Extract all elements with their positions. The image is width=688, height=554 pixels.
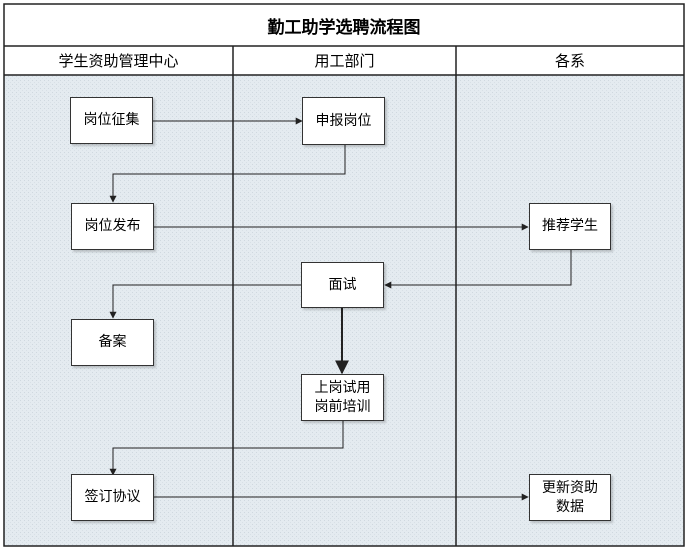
node-mianshi: 面试 bbox=[301, 262, 384, 308]
edge-shanggang-to-xieyi bbox=[109, 421, 344, 476]
node-beian: 备案 bbox=[71, 319, 154, 366]
edge-tuijian-to-mianshi bbox=[384, 250, 572, 289]
lane-body-background bbox=[4, 75, 684, 546]
node-gangwei-fabu: 岗位发布 bbox=[71, 203, 154, 250]
node-gengxin-shuju: 更新资助 数据 bbox=[529, 474, 611, 521]
node-shenbao-gangwei: 申报岗位 bbox=[302, 97, 385, 145]
lane-header-college: 各系 bbox=[554, 52, 585, 70]
connectors bbox=[109, 117, 572, 501]
edge-shenbao-to-fabu bbox=[109, 145, 346, 203]
node-shanggang-peixun: 上岗试用 岗前培训 bbox=[301, 374, 384, 421]
diagram-title: 勤工助学选聘流程图 bbox=[267, 17, 421, 38]
node-gangwei-zhengji: 岗位征集 bbox=[70, 97, 153, 144]
lane-header-dept: 用工部门 bbox=[314, 52, 375, 70]
outer-frame bbox=[3, 3, 685, 547]
edge-mianshi-to-beian bbox=[109, 284, 302, 319]
lane-header-center: 学生资助管理中心 bbox=[58, 52, 179, 70]
node-qianding-xieyi: 签订协议 bbox=[71, 474, 154, 521]
node-tuijian-xuesheng: 推荐学生 bbox=[529, 203, 611, 250]
